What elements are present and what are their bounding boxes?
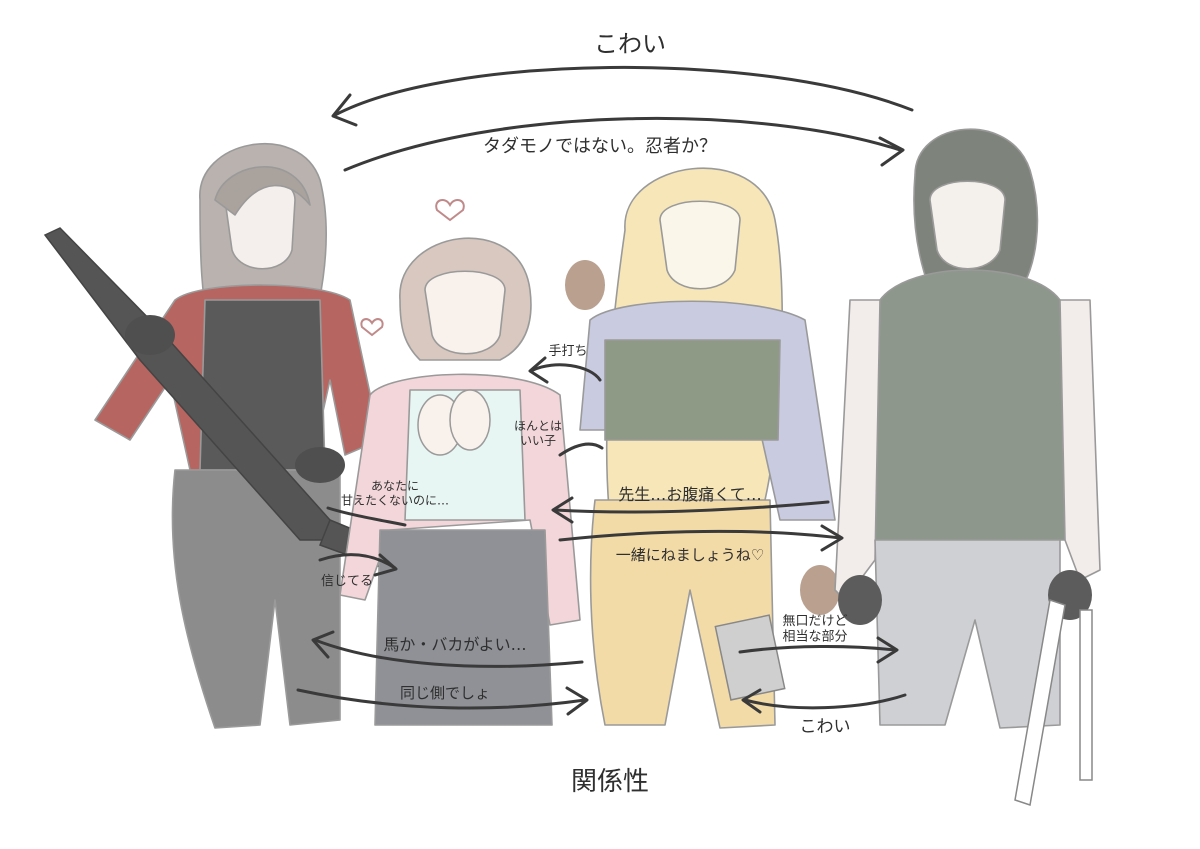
label-good-kid: ほんとはいい子 <box>514 419 562 447</box>
label-same-side: 同じ側でしょ <box>400 684 490 702</box>
character-blonde <box>565 167 840 729</box>
page-title: 関係性 <box>571 767 649 797</box>
label-sensei: 先生…お腹痛くて… <box>618 485 762 504</box>
heart-icon <box>360 318 384 337</box>
label-together: あなたに甘えたくないのに… <box>341 479 449 507</box>
relationship-arrows <box>296 65 914 716</box>
label-ninja: タダモノではない。忍者か？ <box>483 136 717 157</box>
label-top-scary: こわい <box>594 30 666 58</box>
character-short-hair <box>339 199 581 726</box>
label-trust: 信じてる <box>321 574 373 589</box>
label-scary-bottom: こわい <box>800 717 851 737</box>
heart-icon <box>435 199 465 222</box>
label-issho: 一緒にねましょうね♡ <box>616 546 764 564</box>
label-quiet: 無口だけど相当な部分 <box>782 614 847 645</box>
label-slap: 手打ち <box>548 344 587 359</box>
label-bakadukai: 馬か・バカがよい… <box>383 635 526 654</box>
character-green-vest <box>834 128 1101 806</box>
relationship-labels: こわい タダモノではない。忍者か？ 手打ち ほんとはいい子 あなたに甘えたくない… <box>321 30 851 797</box>
